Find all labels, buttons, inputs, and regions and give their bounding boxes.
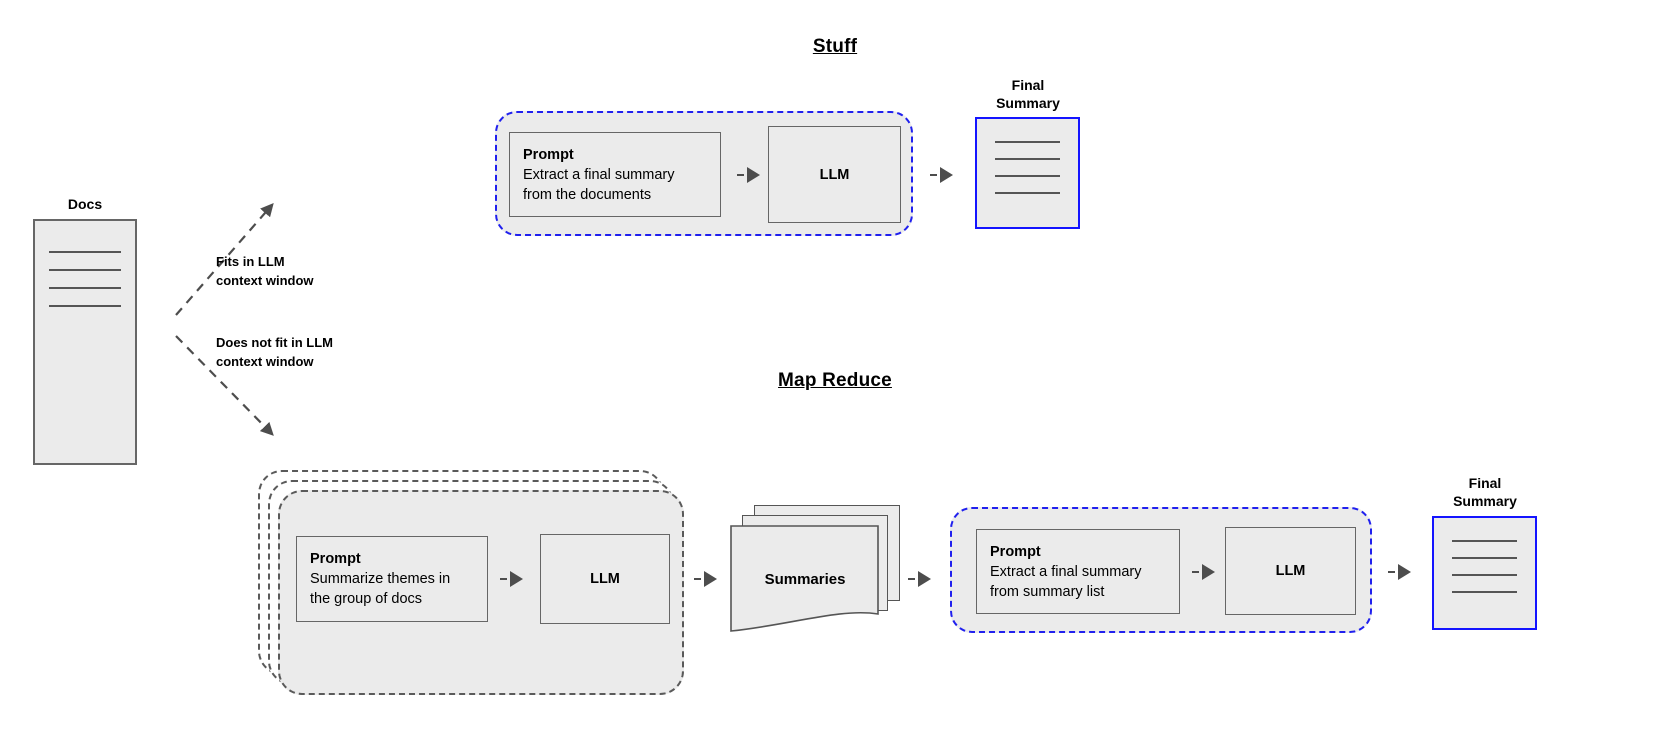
branch-label-fits-line1: Fits in LLM bbox=[216, 254, 285, 269]
stuff-prompt-line2: from the documents bbox=[523, 187, 652, 203]
map-arrow-to-summaries bbox=[694, 571, 717, 587]
section-title-stuff: Stuff bbox=[812, 36, 858, 57]
summary-text-line bbox=[995, 141, 1060, 143]
summary-text-line bbox=[1452, 574, 1517, 576]
reduce-arrow-to-final-summary bbox=[1388, 564, 1411, 580]
summary-text-line bbox=[995, 158, 1060, 160]
summary-text-line bbox=[1452, 591, 1517, 593]
mapreduce-final-summary-caption-line1: Final bbox=[1468, 475, 1502, 491]
map-arrow-prompt-to-llm bbox=[500, 571, 523, 587]
summaries-node: Summaries bbox=[730, 505, 900, 635]
map-llm-box: LLM bbox=[540, 534, 670, 624]
branch-label-does-not-fit-line2: context window bbox=[216, 354, 314, 369]
reduce-prompt-line1: Extract a final summary bbox=[990, 564, 1142, 580]
docs-text-line bbox=[49, 305, 121, 307]
stuff-final-summary-caption-line1: Final bbox=[1011, 77, 1045, 93]
summary-text-line bbox=[995, 175, 1060, 177]
stuff-final-summary-document bbox=[975, 117, 1080, 229]
mapreduce-final-summary-caption-line2: Summary bbox=[1453, 493, 1517, 509]
docs-caption: Docs bbox=[67, 196, 103, 212]
stuff-llm-label: LLM bbox=[819, 166, 850, 183]
section-title-map-reduce: Map Reduce bbox=[778, 370, 892, 391]
docs-document-shape bbox=[33, 219, 137, 465]
docs-text-lines bbox=[35, 251, 135, 307]
summary-text-line bbox=[995, 192, 1060, 194]
summaries-sheet-front bbox=[730, 525, 879, 632]
summary-text-line bbox=[1452, 557, 1517, 559]
stuff-prompt-title: Prompt bbox=[523, 147, 574, 163]
summaries-label: Summaries bbox=[764, 571, 846, 588]
stuff-final-summary-lines bbox=[977, 141, 1078, 194]
mapreduce-final-summary-lines bbox=[1434, 540, 1535, 593]
docs-text-line bbox=[49, 287, 121, 289]
reduce-llm-box: LLM bbox=[1225, 527, 1356, 615]
map-llm-label: LLM bbox=[590, 571, 620, 587]
map-prompt-line1: Summarize themes in bbox=[310, 571, 451, 587]
reduce-prompt-box: Prompt Extract a final summary from summ… bbox=[976, 529, 1180, 614]
reduce-prompt-line2: from summary list bbox=[990, 584, 1105, 600]
summary-text-line bbox=[1452, 540, 1517, 542]
stuff-llm-box: LLM bbox=[768, 126, 901, 223]
branch-label-does-not-fit: Does not fit in LLM context window bbox=[216, 333, 333, 371]
stuff-final-summary-caption-line2: Summary bbox=[996, 95, 1060, 111]
branch-label-fits-line2: context window bbox=[216, 273, 314, 288]
branch-label-does-not-fit-line1: Does not fit in LLM bbox=[216, 335, 333, 350]
branch-label-fits: Fits in LLM context window bbox=[216, 252, 314, 290]
stuff-arrow-prompt-to-llm bbox=[737, 167, 760, 183]
docs-text-line bbox=[49, 269, 121, 271]
map-prompt-line2: the group of docs bbox=[310, 591, 423, 607]
reduce-llm-label: LLM bbox=[1275, 563, 1306, 579]
stuff-prompt-line1: Extract a final summary bbox=[523, 167, 675, 183]
summaries-arrow-to-reduce bbox=[908, 571, 931, 587]
stuff-prompt-box: Prompt Extract a final summary from the … bbox=[509, 132, 721, 217]
reduce-prompt-title: Prompt bbox=[990, 544, 1041, 560]
stuff-arrow-to-final-summary bbox=[930, 167, 953, 183]
map-prompt-box: Prompt Summarize themes in the group of … bbox=[296, 536, 488, 622]
mapreduce-final-summary-document bbox=[1432, 516, 1537, 630]
docs-text-line bbox=[49, 251, 121, 253]
mapreduce-final-summary-caption: Final Summary bbox=[1432, 474, 1538, 510]
stuff-final-summary-caption: Final Summary bbox=[975, 76, 1081, 112]
reduce-arrow-prompt-to-llm bbox=[1192, 564, 1215, 580]
map-prompt-title: Prompt bbox=[310, 551, 361, 567]
